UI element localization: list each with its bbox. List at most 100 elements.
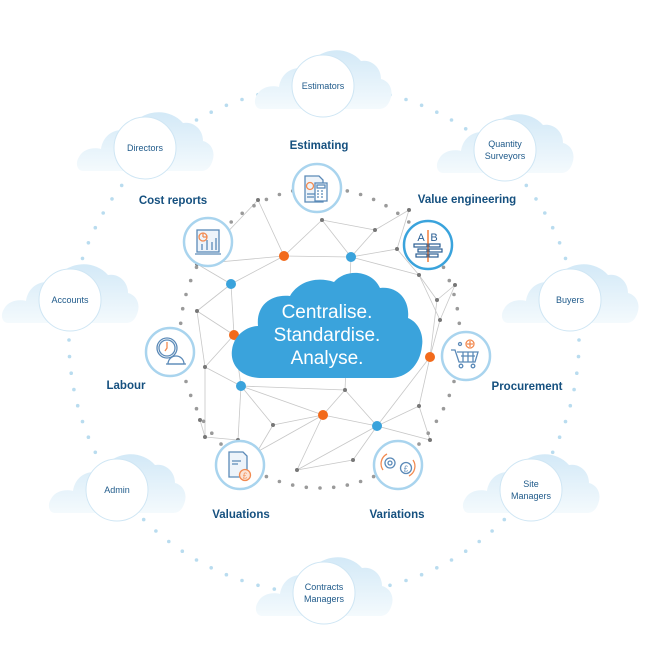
- mesh-node: [435, 298, 439, 302]
- mesh-node: [195, 309, 199, 313]
- capability-valuations[interactable]: £: [214, 439, 266, 491]
- inner-ring-dot: [277, 192, 282, 197]
- capability-label-variations: Variations: [370, 509, 425, 521]
- mesh-edge: [418, 274, 441, 321]
- role-circle: [113, 116, 177, 180]
- inner-ring-dot: [452, 292, 456, 297]
- mesh-node: [417, 404, 421, 408]
- mesh-node: [295, 468, 299, 472]
- outer-ring-dot: [194, 118, 199, 122]
- mesh-node-orange: [318, 410, 328, 420]
- outer-ring-dot: [224, 103, 229, 108]
- inner-ring-dot: [358, 479, 363, 484]
- capability-cost-reports[interactable]: [182, 216, 234, 268]
- outer-ring-dot: [80, 419, 85, 424]
- role-label-line: Directors: [127, 143, 164, 153]
- mesh-node: [203, 435, 207, 439]
- inner-ring-dot: [345, 189, 350, 193]
- mesh-node-orange: [229, 330, 239, 340]
- outer-ring-dot: [180, 549, 185, 553]
- outer-ring-dot: [67, 338, 71, 342]
- mesh-edge: [240, 385, 324, 416]
- central-cloud-shape: [231, 272, 423, 378]
- outer-ring-dot: [449, 118, 454, 122]
- mesh-edge: [350, 248, 398, 258]
- inner-ring-dot: [277, 479, 282, 484]
- mesh-node: [343, 388, 347, 392]
- outer-ring-dot: [419, 103, 424, 108]
- capability-label-procurement: Procurement: [492, 381, 563, 393]
- mesh-edge: [272, 414, 324, 426]
- svg-text:£: £: [243, 472, 248, 481]
- inner-ring-dot: [426, 431, 431, 436]
- outer-ring-dot: [80, 256, 85, 261]
- outer-ring-dot: [435, 110, 439, 114]
- outer-ring-dot: [209, 566, 213, 570]
- outer-ring-dot: [69, 371, 73, 376]
- mesh-edge: [374, 209, 410, 231]
- outer-ring-dot: [449, 558, 454, 562]
- outer-ring-dot: [224, 572, 229, 577]
- outer-ring-dot: [72, 387, 76, 392]
- outer-ring-dot: [93, 450, 98, 455]
- mesh-edge: [350, 229, 376, 258]
- inner-ring-dot: [290, 483, 295, 487]
- central-cloud: Centralise. Standardise. Analyse.: [231, 272, 423, 378]
- role-label-line: Surveyors: [485, 151, 526, 161]
- capability-label-cost-reports: Cost reports: [139, 195, 207, 207]
- mesh-node: [395, 247, 399, 251]
- inner-ring-dot: [188, 393, 193, 398]
- capability-estimating[interactable]: [291, 162, 343, 214]
- outer-ring-dot: [477, 539, 482, 544]
- mesh-edge: [396, 248, 420, 276]
- outer-ring-dot: [463, 127, 468, 131]
- inner-ring-dot: [252, 203, 256, 208]
- outer-ring-dot: [550, 450, 555, 455]
- outer-ring-dot: [110, 197, 114, 201]
- role-circle: [473, 118, 537, 182]
- capability-label-value-engineering: Value engineering: [418, 194, 516, 206]
- role-accounts[interactable]: Accounts: [1, 264, 139, 332]
- outer-ring-dot: [490, 529, 494, 533]
- outer-ring-dot: [388, 583, 392, 588]
- capability-variations[interactable]: £: [372, 439, 424, 491]
- outer-ring-dot: [575, 371, 579, 376]
- inner-ring-dot: [447, 278, 452, 283]
- capability-value-engineering[interactable]: A B: [402, 219, 454, 271]
- role-circle: [538, 268, 602, 332]
- mesh-edge: [257, 199, 285, 257]
- role-admin[interactable]: Admin: [48, 454, 186, 522]
- outer-ring-dot: [93, 225, 98, 230]
- outer-ring-dot: [75, 403, 80, 408]
- outer-ring-dot: [86, 241, 91, 245]
- mesh-edge: [199, 419, 206, 438]
- mesh-node: [203, 365, 207, 369]
- capability-labour[interactable]: [144, 326, 196, 378]
- inner-ring-dot: [345, 483, 350, 487]
- inner-ring-dot: [188, 278, 193, 283]
- outer-ring-dot: [543, 211, 547, 215]
- inner-ring-dot: [371, 474, 376, 479]
- inner-ring-dot: [371, 197, 376, 202]
- outer-ring-dot: [502, 517, 507, 522]
- mesh-edge: [240, 385, 346, 391]
- role-label-line: Managers: [511, 491, 552, 501]
- mesh-edge: [321, 219, 352, 258]
- outer-ring-dot: [167, 539, 171, 544]
- outer-ring-dot: [524, 183, 529, 188]
- mesh-edge: [237, 385, 242, 441]
- capability-procurement[interactable]: [440, 330, 492, 382]
- inner-ring-dot: [441, 265, 446, 270]
- mesh-edge: [376, 425, 431, 441]
- role-buyers[interactable]: Buyers: [501, 264, 639, 332]
- role-estimators[interactable]: Estimators: [254, 50, 392, 118]
- role-directors[interactable]: Directors: [76, 112, 214, 180]
- mesh-edge: [396, 209, 410, 250]
- outer-ring-dot: [119, 183, 124, 188]
- inner-ring-dot: [240, 211, 244, 216]
- shopping-cart-icon: [451, 339, 479, 369]
- outer-ring-dot: [435, 566, 439, 570]
